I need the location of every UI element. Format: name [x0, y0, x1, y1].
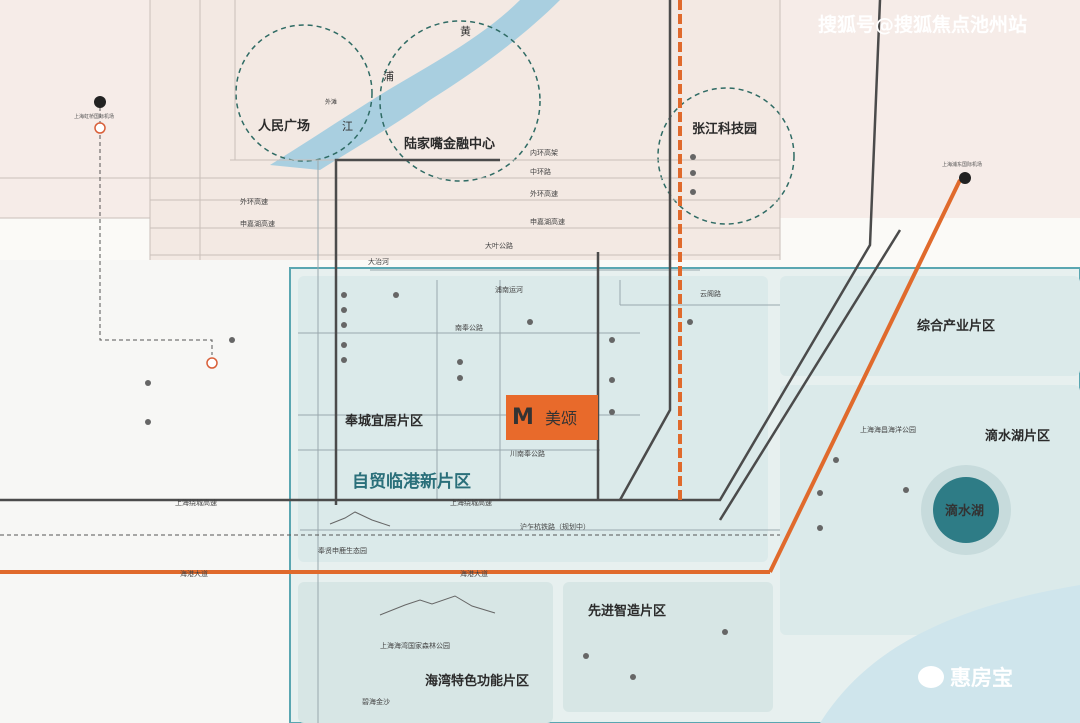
- area-label-people-square: 人民广场: [258, 118, 310, 134]
- river-char-1: 黄: [460, 24, 471, 38]
- lujiazui-circle: [379, 20, 541, 182]
- brand-badge: 惠房宝: [918, 662, 1013, 692]
- airport-icon: [959, 172, 971, 184]
- road-label-suburban: 申嘉湖高速: [530, 217, 565, 226]
- west-area: [0, 260, 300, 723]
- road-label-middle: 中环路: [530, 167, 551, 176]
- road-label-dazhi: 大治河: [368, 257, 389, 266]
- park-label-ecology: 奉贤申鹿生态园: [318, 546, 367, 555]
- road-label-binhai: 海港大道: [460, 569, 488, 578]
- sea: [820, 585, 1080, 723]
- park-label-ocean: 上海海昌海洋公园: [860, 425, 916, 434]
- road-label-rail: 沪乍杭铁路（规划中）: [520, 522, 590, 531]
- wechat-icon: [918, 666, 944, 688]
- road-label-pudong-canal: 浦南运河: [495, 285, 523, 294]
- project-logo-letter: M: [512, 405, 534, 430]
- metro-icon: [94, 122, 106, 134]
- road-label-inner: 内环高架: [530, 148, 558, 157]
- manufacturing-block: [563, 582, 773, 712]
- dishui-lake: [933, 477, 999, 543]
- road-label-binhai-west: 海港大道: [180, 569, 208, 578]
- local-roads: [298, 160, 780, 723]
- area-label-lujiazui: 陆家嘴金融中心: [404, 136, 495, 152]
- planned-rail: [0, 100, 780, 536]
- airport-icon: [94, 96, 106, 108]
- airport-label-pudong: 上海浦东国际机场: [942, 161, 982, 168]
- haiwan-block: [298, 582, 553, 723]
- zhangjiang-circle: [657, 87, 795, 225]
- project-logo: [506, 395, 598, 440]
- park-label-forest: 上海海湾国家森林公园: [380, 641, 450, 650]
- zone-label-haiwan: 海湾特色功能片区: [425, 673, 529, 689]
- river-char-2: 浦: [383, 70, 394, 83]
- project-name: 美颂: [545, 409, 577, 428]
- park-label-beach: 碧海金沙: [362, 697, 390, 706]
- road-label-outer-west: 外环高速: [240, 197, 268, 206]
- metro-icon: [206, 357, 218, 369]
- river-char-3: 江: [342, 120, 353, 133]
- zone-label-manufacturing: 先进智造片区: [588, 603, 666, 619]
- bund-label: 外滩: [325, 98, 337, 106]
- zone-label-industry: 综合产业片区: [917, 318, 995, 334]
- zone-label-fengcheng: 奉城宜居片区: [344, 413, 423, 429]
- huangpu-river: [270, 0, 560, 170]
- central-zone: [150, 0, 780, 260]
- road-label-raocheng-west: 上海绕城高速: [175, 498, 217, 507]
- road-grid: [0, 0, 781, 260]
- area-label-zhangjiang: 张江科技园: [692, 121, 757, 137]
- road-label-chuannan: 川南奉公路: [510, 449, 545, 458]
- orange-highways: [0, 0, 962, 574]
- road-label-daye: 大叶公路: [485, 241, 513, 250]
- mountain-illustration: [379, 595, 496, 616]
- people-square-circle: [235, 24, 373, 162]
- road-label-yungang: 云阁路: [700, 289, 721, 298]
- poi-markers: [145, 154, 909, 680]
- road-label-outer: 外环高速: [530, 189, 558, 198]
- lake-label: 滴水湖: [945, 503, 984, 519]
- airport-label-hongqiao: 上海虹桥国际机场: [74, 113, 114, 120]
- zone-label-main: 自贸临港新片区: [352, 471, 471, 492]
- road-label-suburban-west: 申嘉湖高速: [240, 219, 275, 228]
- watermark: 搜狐号@搜狐焦点池州站: [818, 14, 1028, 36]
- zone-label-dishui: 滴水湖片区: [985, 428, 1050, 444]
- road-label-raocheng: 上海绕城高速: [450, 498, 492, 507]
- brand-badge-label: 惠房宝: [950, 666, 1013, 690]
- mountain-illustration: [329, 511, 391, 527]
- expressways: [0, 0, 902, 521]
- road-label-nanfeng: 南奉公路: [455, 323, 483, 332]
